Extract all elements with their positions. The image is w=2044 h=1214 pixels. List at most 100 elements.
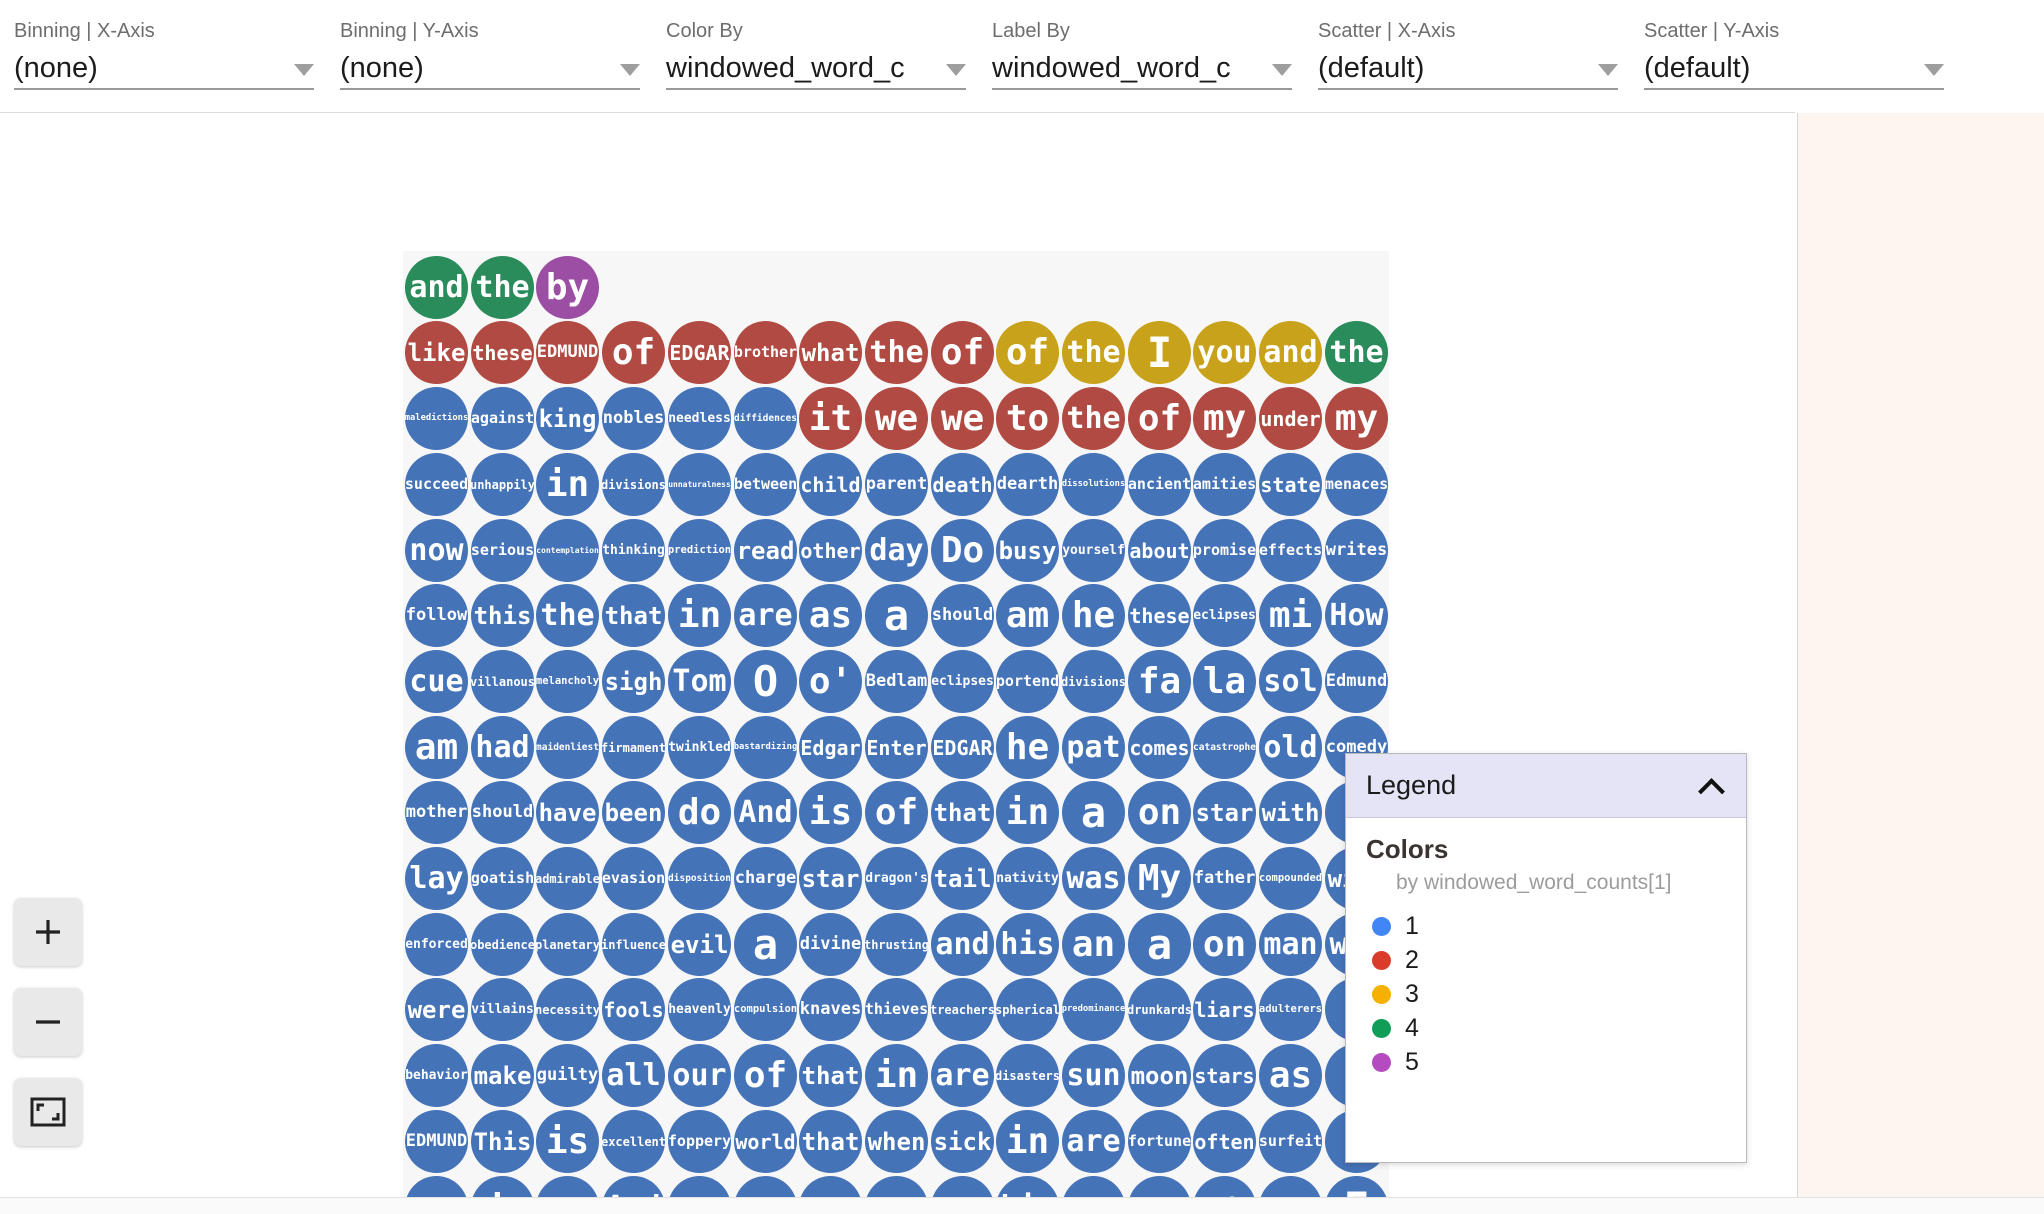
bubble-node[interactable]: predominance — [1062, 978, 1125, 1041]
bubble-node[interactable]: unnaturalness — [668, 453, 731, 516]
bubble-node[interactable]: disasters — [996, 1044, 1059, 1107]
bubble-node[interactable]: am — [405, 716, 468, 779]
bubble-node[interactable]: these — [471, 321, 534, 384]
bubble-node[interactable]: he — [996, 716, 1059, 779]
color-by-select[interactable]: windowed_word_c — [666, 44, 966, 90]
bubble-node[interactable]: contemplation — [536, 519, 599, 582]
bubble-node[interactable]: o' — [799, 650, 862, 713]
bubble-node[interactable]: dissolutions — [1062, 453, 1125, 516]
bubble-node[interactable]: on — [1128, 781, 1191, 844]
bubble-node[interactable]: O — [734, 650, 797, 713]
bubble-node[interactable]: follow — [405, 584, 468, 647]
chevron-down-icon[interactable] — [1924, 64, 1944, 76]
bubble-node[interactable]: in — [865, 1044, 928, 1107]
bubble-node[interactable]: How — [1325, 584, 1388, 647]
bubble-node[interactable]: compulsion — [734, 978, 797, 1041]
bubble-node[interactable]: these — [1128, 584, 1191, 647]
bubble-node[interactable]: EDMUND — [536, 321, 599, 384]
bubble-node[interactable]: star — [1193, 781, 1256, 844]
bubble-node[interactable]: nativity — [996, 847, 1059, 910]
bubble-node[interactable]: tail — [931, 847, 994, 910]
bubble-node[interactable]: now — [405, 519, 468, 582]
bubble-node[interactable]: are — [931, 1044, 994, 1107]
bubble-node[interactable]: And — [602, 1176, 665, 1197]
bubble-node[interactable]: serious — [471, 519, 534, 582]
bubble-node[interactable]: you — [1193, 321, 1256, 384]
bubble-node[interactable]: as — [799, 584, 862, 647]
bubble-node[interactable]: amities — [1193, 453, 1256, 516]
bubble-node[interactable]: Edgar — [799, 716, 862, 779]
scatter-x-axis-select[interactable]: (default) — [1318, 44, 1618, 90]
chevron-up-icon[interactable] — [1702, 780, 1724, 792]
bubble-node[interactable]: strange — [1259, 1176, 1322, 1197]
bubble-node[interactable]: guilty — [536, 1044, 599, 1107]
bubble-node[interactable]: firmament — [602, 716, 665, 779]
chevron-down-icon[interactable] — [946, 64, 966, 76]
bubble-node[interactable]: spherical — [996, 978, 1059, 1041]
bubble-node[interactable]: is — [536, 1110, 599, 1173]
bubble-node[interactable]: villains — [471, 978, 534, 1041]
field-binning-y-axis[interactable]: Binning | Y-Axis(none) — [340, 18, 650, 90]
bubble-node[interactable]: succeed — [405, 453, 468, 516]
bubble-node[interactable]: my — [1325, 387, 1388, 450]
bubble-node[interactable]: thee — [405, 1176, 468, 1197]
bubble-node[interactable]: like — [405, 321, 468, 384]
bubble-node[interactable]: moon — [1128, 1044, 1191, 1107]
bubble-node[interactable]: under — [1259, 387, 1322, 450]
bubble-node[interactable]: excellent — [602, 1110, 665, 1173]
bubble-node[interactable]: fa — [1128, 650, 1191, 713]
bubble-node[interactable]: between — [734, 453, 797, 516]
bubble-node[interactable]: my — [1193, 387, 1256, 450]
bubble-node[interactable]: the — [1062, 387, 1125, 450]
bubble-node[interactable]: maidenliest — [536, 716, 599, 779]
bubble-node[interactable]: with — [1259, 781, 1322, 844]
zoom-in-button[interactable] — [14, 898, 82, 966]
bubble-node[interactable]: sol — [1259, 650, 1322, 713]
bubble-node[interactable]: that — [799, 1044, 862, 1107]
bubble-node[interactable]: mi — [1259, 584, 1322, 647]
legend-entry[interactable]: 2 — [1372, 943, 1726, 977]
bubble-node[interactable]: of — [996, 321, 1059, 384]
bubble-node[interactable]: that — [602, 584, 665, 647]
bubble-node[interactable]: king — [536, 387, 599, 450]
bubble-node[interactable]: necessity — [536, 978, 599, 1041]
bubble-node[interactable]: stars — [1193, 1044, 1256, 1107]
bubble-node[interactable]: twinkled — [668, 716, 731, 779]
bubble-node[interactable]: foppery — [668, 1110, 731, 1173]
bubble-node[interactable]: to — [996, 387, 1059, 450]
bubble-node[interactable]: treachers — [931, 978, 994, 1041]
bubble-node[interactable]: E — [1325, 1176, 1388, 1197]
bubble-node[interactable]: the — [865, 321, 928, 384]
bubble-node[interactable]: honesty — [1128, 1176, 1191, 1197]
bubble-node[interactable]: drunkards — [1128, 978, 1191, 1041]
bubble-node[interactable]: the — [536, 584, 599, 647]
bubble-node[interactable]: cue — [405, 650, 468, 713]
bubble-node[interactable]: sun — [1062, 1044, 1125, 1107]
bubble-node[interactable]: knaves — [799, 978, 862, 1041]
bubble-node[interactable]: sigh — [602, 650, 665, 713]
bubble-node[interactable]: am — [996, 584, 1059, 647]
bubble-node[interactable]: should — [471, 781, 534, 844]
legend-panel[interactable]: Legend Colors by windowed_word_counts[1]… — [1345, 753, 1747, 1163]
bubble-node[interactable]: influence — [602, 913, 665, 976]
bubble-node[interactable]: Tom — [668, 650, 731, 713]
bubble-node[interactable]: evil — [668, 913, 731, 976]
bubble-node[interactable]: enforced — [405, 913, 468, 976]
bubble-node[interactable]: divisions — [1062, 650, 1125, 713]
bubble-node[interactable]: promise — [1193, 519, 1256, 582]
bubble-node[interactable]: charge — [734, 847, 797, 910]
bubble-node[interactable]: by — [536, 256, 599, 319]
bubble-node[interactable]: Edmund — [1325, 650, 1388, 713]
bubble-node[interactable]: a — [1128, 913, 1191, 976]
bubble-node[interactable]: diffidences — [734, 387, 797, 450]
bubble-node[interactable]: other — [799, 519, 862, 582]
bubble-node[interactable]: lay — [405, 847, 468, 910]
bubble-node[interactable]: menaces — [1325, 453, 1388, 516]
bubble-node[interactable]: in — [996, 1110, 1059, 1173]
bubble-node[interactable]: as — [1259, 1044, 1322, 1107]
bubble-node[interactable]: this — [471, 584, 534, 647]
bubble-node[interactable]: 'Tis — [1193, 1176, 1256, 1197]
bubble-node[interactable]: the — [471, 256, 534, 319]
bubble-node[interactable]: divine — [799, 913, 862, 976]
